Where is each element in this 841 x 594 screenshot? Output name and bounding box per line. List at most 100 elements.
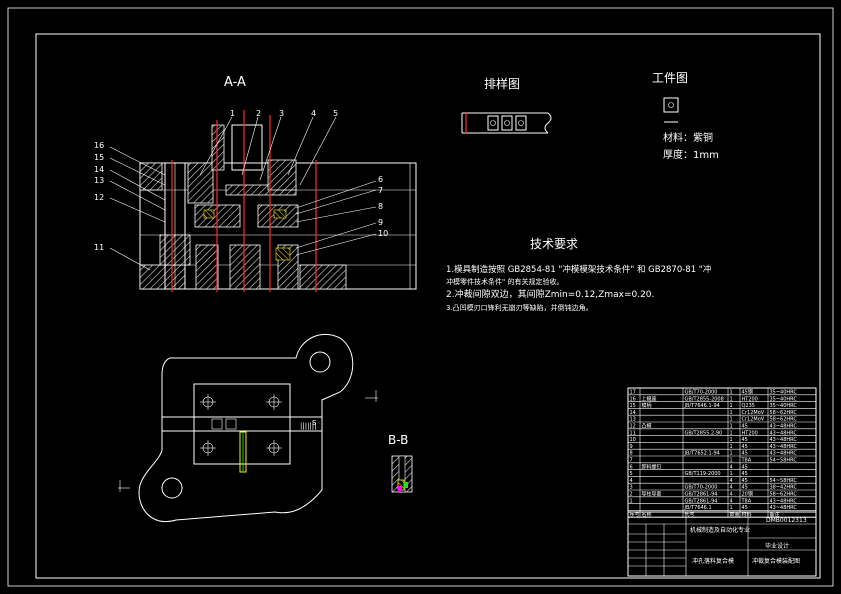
strip-layout-title: 排样图: [484, 76, 520, 91]
parts-table-cell-mat: 45: [742, 444, 748, 450]
aa-callouts: 1 2 3 4 5 6 7 8 9 10 11 12 13 14 15 16: [94, 109, 388, 252]
parts-table-cell-std: GB/T2861-94: [685, 492, 718, 498]
parts-table-cell-std: JB/T7652.1-94: [684, 451, 720, 457]
parts-table-cell-qty: 4: [730, 498, 733, 504]
parts-table-cell-qty: 1: [730, 424, 733, 430]
sheet-outer-border: [7, 7, 834, 587]
callout-4: 4: [311, 109, 316, 118]
parts-table-cell-no: 15: [630, 403, 636, 409]
parts-table-cell-mat: 45: [742, 485, 748, 491]
parts-table-cell-note: 54~58HRC: [770, 478, 798, 484]
callout-16: 16: [94, 141, 104, 150]
parts-table-cell-no: 12: [630, 424, 636, 430]
parts-table-cell-std: GB/T2861-94: [685, 498, 718, 504]
callout-13: 13: [94, 176, 104, 185]
parts-table-cell-std: JB/T7646.1: [684, 505, 712, 511]
parts-table-cell-name: 模柄: [642, 402, 652, 409]
callout-6: 6: [378, 175, 383, 184]
title-block-school: 机械制造及自动化专业: [690, 526, 750, 534]
parts-table-cell-note: 备注: [770, 511, 780, 518]
title-block-drawing-no: DMB0012313: [766, 517, 807, 524]
parts-table-cell-qty: 4: [730, 492, 733, 498]
parts-table-cell-note: 43~48HRC: [770, 505, 798, 511]
parts-table-cell-mat: HT200: [742, 396, 758, 402]
parts-table-cell-mat: 材料: [742, 511, 752, 518]
parts-table-cell-qty: 1: [730, 471, 733, 477]
parts-table-cell-no: 9: [630, 444, 633, 450]
parts-table-cell-no: 13: [630, 417, 636, 423]
parts-table-cell-note: 54~58HRC: [770, 458, 798, 464]
parts-table-cell-qty: 1: [730, 437, 733, 443]
callout-14: 14: [94, 165, 104, 174]
parts-table-cell-qty: 1: [730, 430, 733, 436]
callout-2: 2: [256, 109, 261, 118]
parts-table-cell-no: 2: [630, 492, 633, 498]
section-aa-view: [109, 110, 417, 292]
parts-table-cell-std: GB/T70-2000: [685, 390, 718, 396]
parts-table-cell-no: 4: [630, 478, 633, 484]
callout-10: 10: [378, 229, 388, 238]
section-bb-view: [391, 455, 413, 493]
callout-12: 12: [94, 193, 104, 202]
parts-table-cell-mat: T8A: [741, 458, 752, 464]
parts-table-cell-std: JB/T7646.1-94: [684, 403, 720, 409]
parts-table-cell-qty: 1: [730, 458, 733, 464]
parts-table-cell-note: 38~42HRC: [770, 485, 798, 491]
parts-table-cell-mat: Cr12MoV: [742, 417, 765, 423]
parts-table-cell-no: 11: [630, 430, 636, 436]
parts-table-cell-note: 43~48HRC: [770, 498, 798, 504]
parts-table-cell-note: 43~48HRC: [770, 424, 798, 430]
parts-table-cell-no: 7: [630, 458, 633, 464]
workpiece-view: [663, 97, 679, 123]
parts-table-cell-note: 58~62HRC: [770, 492, 798, 498]
parts-table-cell-mat: 45: [742, 464, 748, 470]
tech-requirements-title: 技术要求: [530, 237, 578, 251]
parts-table-cell-name: 导柱导套: [642, 491, 662, 498]
parts-table-cell-mat: 45: [742, 505, 748, 511]
parts-table-cell-qty: 1: [730, 396, 733, 402]
title-block: [627, 511, 817, 577]
plan-view: ||||||| S: [118, 333, 378, 523]
parts-table-cell-mat: 45: [742, 437, 748, 443]
section-aa-label: A-A: [224, 75, 246, 90]
callout-3: 3: [279, 109, 284, 118]
parts-table-cell-note: 43~48HRC: [770, 437, 798, 443]
parts-table-cell-no: 6: [630, 464, 633, 470]
strip-layout-view: [461, 112, 552, 134]
parts-table-cell-no: 5: [630, 471, 633, 477]
callout-7: 7: [378, 186, 383, 195]
title-block-name: 冲孔落料复合模: [692, 557, 734, 565]
parts-table-cell-mat: T8A: [741, 498, 752, 504]
callout-5: 5: [333, 109, 338, 118]
parts-table-cell-note: 43~48HRC: [770, 451, 798, 457]
parts-table-cell-mat: 45: [742, 478, 748, 484]
callout-11: 11: [94, 243, 104, 252]
parts-table-cell-qty: 4: [730, 464, 733, 470]
parts-table-cell-mat: Cr12MoV: [742, 410, 765, 416]
callout-9: 9: [378, 218, 383, 227]
parts-table-cell-mat: Q235: [742, 403, 755, 409]
parts-table-cell-std: GB/T70-2000: [685, 485, 718, 491]
parts-table-cell-qty: 1: [730, 390, 733, 396]
title-block-company: 毕业设计: [765, 542, 789, 550]
parts-table-cell-mat: 20钢: [742, 491, 753, 498]
parts-table-cell-std: GB/T2855-2008: [685, 396, 724, 402]
parts-table-cell-mat: HT200: [742, 430, 758, 436]
workpiece-thickness: 厚度：1mm: [663, 148, 719, 161]
parts-table-cell-no: 序号: [630, 511, 640, 518]
parts-table-cell-note: 58~62HRC: [770, 417, 798, 423]
parts-table-cell-no: 14: [630, 410, 636, 416]
parts-table-cell-qty: 数量: [730, 511, 740, 518]
tech-requirement-1: 1.模具制造按照 GB2854-81 "冲模模架技术条件" 和 GB2870-8…: [446, 264, 711, 275]
sheet-inner-border: [35, 33, 821, 579]
parts-table-cell-no: 8: [630, 451, 633, 457]
parts-table-cell-name: 卸料螺钉: [642, 463, 662, 470]
parts-table-cell-qty: 1: [730, 417, 733, 423]
svg-text:S: S: [312, 419, 317, 427]
parts-table-cell-std: 代号: [685, 511, 695, 518]
parts-table-cell-note: 35~40HRC: [770, 396, 798, 402]
parts-table-cell-mat: 45钢: [742, 389, 753, 396]
parts-table-cell-note: 35~40HRC: [770, 390, 798, 396]
